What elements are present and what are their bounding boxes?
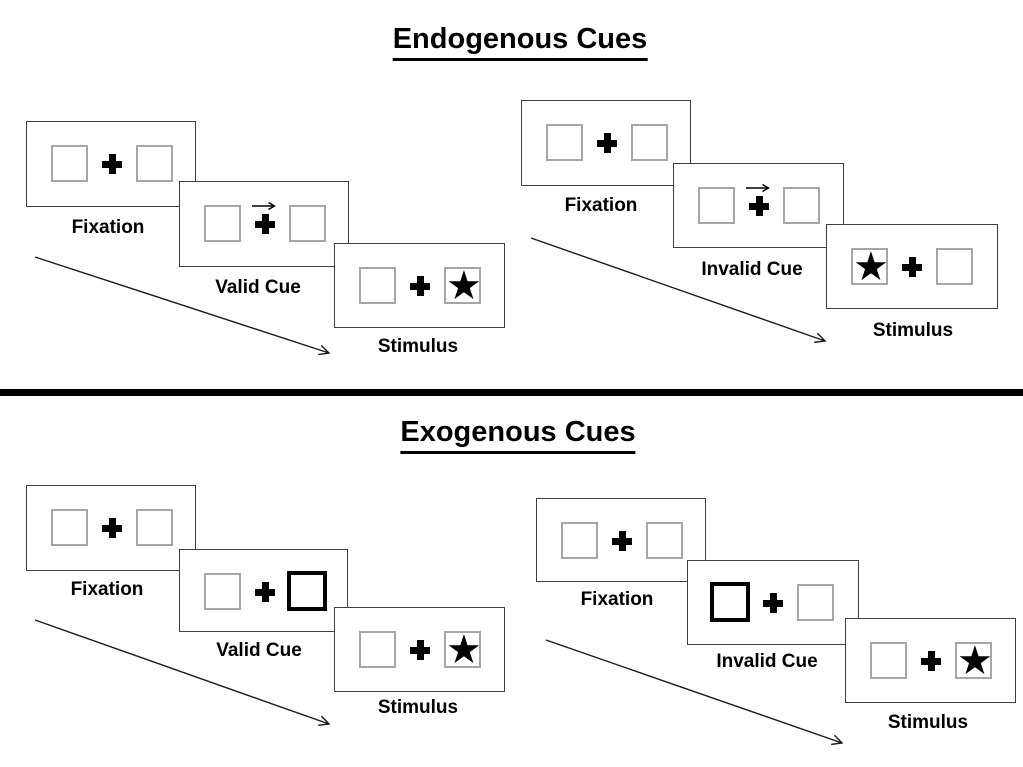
timeline-arrow-endogenous-valid bbox=[34, 256, 331, 356]
endogenous-invalid-cue-panel bbox=[673, 163, 844, 248]
left-location-box bbox=[546, 124, 583, 161]
fixation-cross-icon bbox=[749, 196, 769, 216]
panel-label-fixation: Fixation bbox=[71, 217, 145, 238]
left-location-box bbox=[51, 509, 88, 546]
left-location-box: ★ bbox=[851, 245, 889, 289]
cue-arrow-right-icon bbox=[746, 183, 770, 193]
endogenous-valid-stimulus-panel: ★ bbox=[334, 243, 505, 328]
left-location-box bbox=[359, 267, 396, 304]
right-location-box bbox=[783, 187, 820, 224]
exogenous-valid-stimulus-panel: ★ bbox=[334, 607, 505, 692]
fixation-cross-icon bbox=[255, 214, 275, 234]
panel-label-valid-cue: Valid Cue bbox=[216, 640, 302, 661]
left-location-box bbox=[870, 642, 907, 679]
star-stimulus-icon: ★ bbox=[446, 264, 482, 308]
fixation-cross-icon bbox=[921, 651, 941, 671]
timeline-arrow-exogenous-valid bbox=[34, 619, 331, 727]
arrow-head bbox=[762, 183, 770, 193]
cue-arrow-right-icon bbox=[252, 201, 276, 211]
fixation-cross-icon bbox=[102, 154, 122, 174]
fixation-cross-icon bbox=[763, 593, 783, 613]
left-location-box bbox=[561, 522, 598, 559]
highlighted-cue-box bbox=[710, 582, 750, 622]
arrow-head bbox=[268, 201, 276, 211]
panel-label-valid-cue: Valid Cue bbox=[215, 277, 301, 298]
right-location-box: ★ bbox=[444, 628, 482, 672]
timeline-arrow-endogenous-invalid bbox=[530, 237, 827, 344]
panel-label-stimulus: Stimulus bbox=[377, 336, 459, 357]
fixation-cross-icon bbox=[410, 640, 430, 660]
right-location-box bbox=[136, 509, 173, 546]
star-stimulus-icon: ★ bbox=[957, 639, 993, 683]
left-location-box bbox=[359, 631, 396, 668]
right-location-box: ★ bbox=[444, 264, 482, 308]
panel-label-stimulus: Stimulus bbox=[872, 320, 954, 341]
endogenous-invalid-stimulus-panel: ★ bbox=[826, 224, 998, 309]
highlighted-cue-box bbox=[287, 571, 327, 611]
exogenous-invalid-fixation-panel bbox=[536, 498, 706, 582]
left-location-box bbox=[51, 145, 88, 182]
panel-label-invalid-cue: Invalid Cue bbox=[716, 651, 818, 672]
panel-label-stimulus: Stimulus bbox=[887, 712, 969, 733]
right-location-box bbox=[631, 124, 668, 161]
left-location-box bbox=[204, 205, 241, 242]
fixation-cross-icon bbox=[102, 518, 122, 538]
exogenous-invalid-stimulus-panel: ★ bbox=[845, 618, 1016, 703]
fixation-cross-icon bbox=[410, 276, 430, 296]
panel-label-fixation: Fixation bbox=[70, 579, 144, 600]
panel-label-stimulus: Stimulus bbox=[377, 697, 459, 718]
panel-label-fixation: Fixation bbox=[564, 195, 638, 216]
fixation-cross-icon bbox=[597, 133, 617, 153]
fixation-cross-icon bbox=[612, 531, 632, 551]
section-title-endogenous: Endogenous Cues bbox=[392, 23, 648, 61]
left-location-box bbox=[698, 187, 735, 224]
panel-label-invalid-cue: Invalid Cue bbox=[701, 259, 803, 280]
section-title-exogenous: Exogenous Cues bbox=[400, 416, 636, 454]
right-location-box bbox=[797, 584, 834, 621]
star-stimulus-icon: ★ bbox=[853, 245, 889, 289]
exogenous-valid-fixation-panel bbox=[26, 485, 196, 571]
fixation-cross-icon bbox=[255, 582, 275, 602]
panel-label-fixation: Fixation bbox=[580, 589, 654, 610]
endogenous-invalid-fixation-panel bbox=[521, 100, 691, 186]
star-stimulus-icon: ★ bbox=[446, 628, 482, 672]
fixation-cross-icon bbox=[902, 257, 922, 277]
right-location-box bbox=[289, 205, 326, 242]
right-location-box: ★ bbox=[955, 639, 993, 683]
right-location-box bbox=[136, 145, 173, 182]
right-location-box bbox=[646, 522, 683, 559]
exogenous-invalid-cue-panel bbox=[687, 560, 859, 645]
right-location-box bbox=[936, 248, 973, 285]
endogenous-valid-fixation-panel bbox=[26, 121, 196, 207]
left-location-box bbox=[204, 573, 241, 610]
exogenous-valid-cue-panel bbox=[179, 549, 348, 632]
section-divider bbox=[0, 389, 1023, 396]
endogenous-valid-cue-panel bbox=[179, 181, 349, 267]
